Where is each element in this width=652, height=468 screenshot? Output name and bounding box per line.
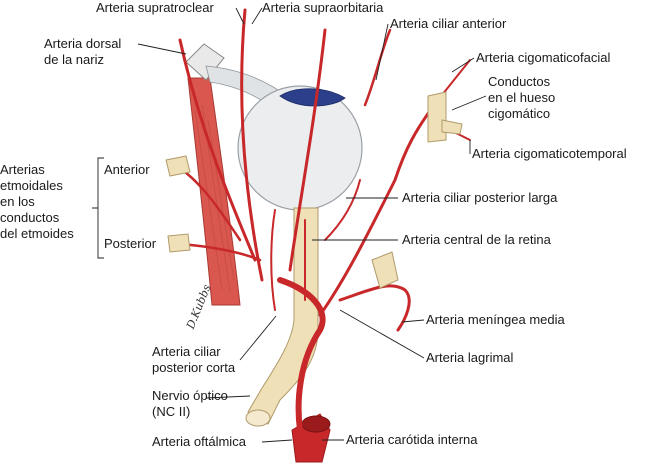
label-conductos-line3: cigomático bbox=[488, 106, 551, 121]
label-conductos-line1: Conductos bbox=[488, 74, 551, 89]
extraocular-muscle bbox=[187, 77, 241, 306]
label-etmoidales-line5: del etmoides bbox=[0, 226, 74, 241]
optic-nerve-cut bbox=[245, 409, 271, 427]
label-dorsal-nariz-line2: de la nariz bbox=[44, 52, 104, 67]
label-oftalmica: Arteria oftálmica bbox=[152, 434, 246, 449]
carotid-lumen bbox=[301, 415, 331, 433]
label-supratroclear: Arteria supratroclear bbox=[96, 0, 214, 15]
label-ciliar-corta-line1: Arteria ciliar bbox=[152, 344, 221, 359]
short-posterior-ciliary-artery bbox=[270, 209, 276, 311]
leader-supratroclear bbox=[235, 7, 245, 25]
leader-lagrimal bbox=[339, 309, 425, 359]
label-etmoidales-line1: Arterias bbox=[0, 162, 45, 177]
meningeal-canal bbox=[371, 251, 399, 289]
label-etmoidales-line3: en los bbox=[0, 194, 35, 209]
label-ciliar-posterior-corta: Arteria ciliar posterior corta bbox=[152, 344, 235, 376]
label-conductos-line2: en el hueso bbox=[488, 90, 556, 105]
leader-cigomaticofacial bbox=[451, 57, 475, 73]
label-supraorbitaria: Arteria supraorbitaria bbox=[262, 0, 384, 15]
leader-conductos bbox=[451, 95, 487, 111]
anterior-ciliary-artery bbox=[363, 28, 392, 107]
label-lagrimal: Arteria lagrimal bbox=[426, 350, 514, 365]
supratrochlear-artery bbox=[240, 8, 264, 282]
label-ciliar-corta-line2: posterior corta bbox=[152, 360, 236, 375]
label-nervio-optico: Nervio óptico (NC II) bbox=[152, 388, 228, 420]
supraorbital-artery bbox=[288, 28, 327, 272]
zygomatic-canals bbox=[427, 91, 463, 143]
label-cigomaticotemporal: Arteria cigomaticotemporal bbox=[472, 146, 627, 161]
label-carotida-interna: Arteria carótida interna bbox=[346, 432, 478, 447]
leader-ciliar-anterior bbox=[375, 23, 389, 81]
label-posterior: Posterior bbox=[104, 236, 157, 251]
trochlea bbox=[185, 43, 225, 81]
label-nervio-line1: Nervio óptico bbox=[152, 388, 228, 403]
meningeal-artery bbox=[338, 284, 411, 332]
ethmoid-canals bbox=[165, 155, 191, 253]
label-dorsal-nariz-line1: Arteria dorsal bbox=[44, 36, 122, 51]
label-ciliar-anterior: Arteria ciliar anterior bbox=[390, 16, 507, 31]
leader-supraorbitaria bbox=[251, 7, 263, 25]
leader-nervio-optico bbox=[205, 395, 251, 399]
iris bbox=[279, 88, 346, 107]
label-etmoidales-group: Arterias etmoidales en los conductos del… bbox=[0, 162, 74, 242]
dorsal-nasal-artery bbox=[178, 38, 257, 262]
lacrimal-artery bbox=[318, 98, 440, 317]
label-meningea-media: Arteria meníngea media bbox=[426, 312, 565, 327]
label-central-retina: Arteria central de la retina bbox=[402, 232, 551, 247]
label-etmoidales-line2: etmoidales bbox=[0, 178, 63, 193]
label-etmoidales-line4: conductos bbox=[0, 210, 60, 225]
leader-oftalmica bbox=[261, 439, 293, 443]
leader-etmoidales-bracket bbox=[92, 157, 104, 259]
label-cigomaticofacial: Arteria cigomaticofacial bbox=[476, 50, 611, 65]
label-anterior: Anterior bbox=[104, 162, 150, 177]
optic-nerve bbox=[247, 207, 319, 425]
label-conductos-hueso: Conductos en el hueso cigomático bbox=[488, 74, 555, 122]
leader-dorsal-nariz bbox=[137, 43, 187, 55]
label-ciliar-posterior-larga: Arteria ciliar posterior larga bbox=[402, 190, 558, 205]
long-posterior-ciliary-artery bbox=[324, 179, 361, 241]
leader-meningea bbox=[401, 319, 425, 323]
label-nervio-line2: (NC II) bbox=[152, 404, 191, 419]
label-dorsal-nariz: Arteria dorsal de la nariz bbox=[44, 36, 121, 68]
leader-ciliar-posterior-corta bbox=[239, 315, 277, 361]
